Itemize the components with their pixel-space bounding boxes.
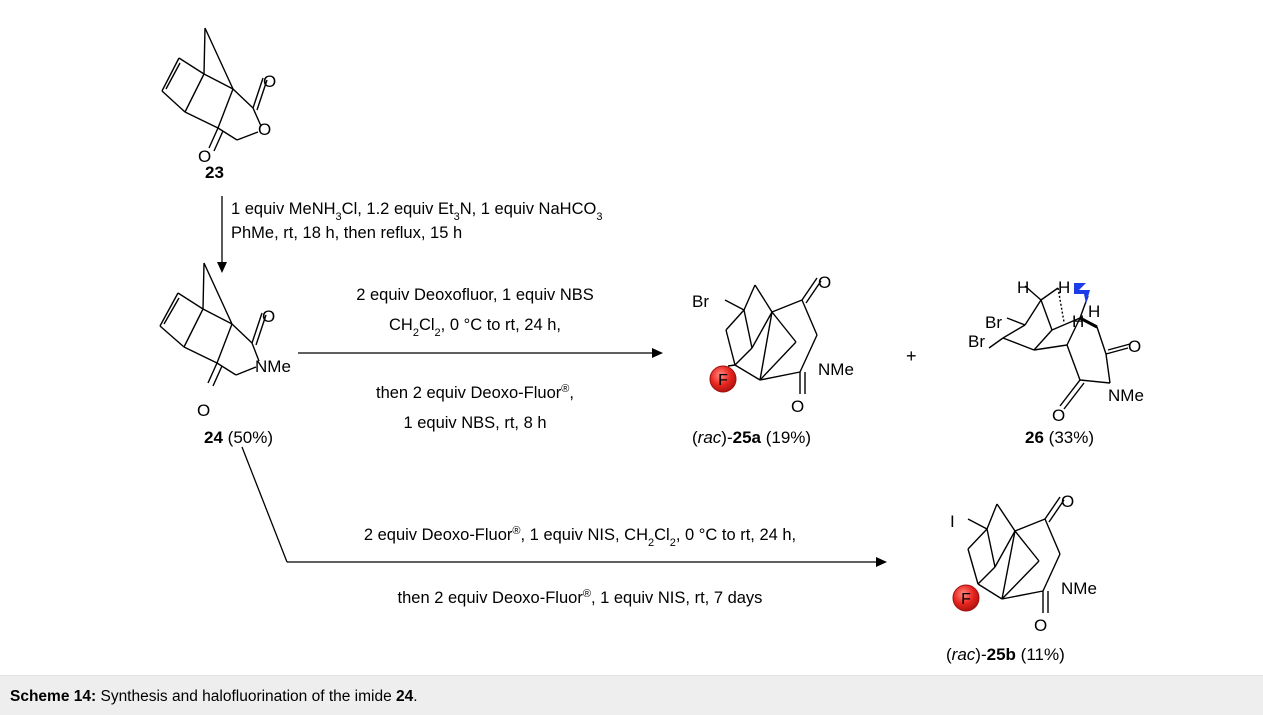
- caption-text: Synthesis and halofluorination of the im…: [96, 688, 397, 705]
- imide-nme-25b: NMe: [1061, 579, 1097, 598]
- reaction-arrow-step2: [298, 348, 663, 358]
- atom-f: F: [961, 591, 971, 608]
- atom-o: O: [1034, 616, 1047, 635]
- reaction-arrow-step1: [217, 196, 227, 273]
- compound-25b: [967, 496, 1065, 613]
- conditions-step1-line1: 1 equiv MeNH3Cl, 1.2 equiv Et3N, 1 equiv…: [231, 200, 602, 223]
- compound-label-26: 26 (33%): [1025, 428, 1094, 447]
- caption-prefix: Scheme 14:: [10, 688, 97, 705]
- halogen-br: Br: [692, 292, 709, 311]
- reaction-arrow-step3: [241, 446, 887, 567]
- compound-23: [161, 27, 268, 152]
- imide-nme-24: NMe: [255, 357, 291, 376]
- fluorine-marker-icon: F: [952, 584, 980, 612]
- imide-nme-26: NMe: [1108, 386, 1144, 405]
- fluorine-marker-icon: F: [709, 365, 737, 393]
- atom-o: O: [262, 307, 275, 326]
- halogen-br: Br: [968, 332, 985, 351]
- imide-nme-25a: NMe: [818, 360, 854, 379]
- halogen-i: I: [950, 512, 955, 531]
- compound-label-25b: (rac)-25b (11%): [946, 645, 1065, 664]
- halogen-br: Br: [985, 313, 1002, 332]
- atom-o: O: [1061, 492, 1074, 511]
- atom-o: O: [791, 397, 804, 416]
- caption-compound: 24: [396, 688, 414, 705]
- conditions-step2-line4: 1 equiv NBS, rt, 8 h: [403, 414, 546, 432]
- conditions-step3-line1: 2 equiv Deoxo-Fluor®, 1 equiv NIS, CH2Cl…: [364, 525, 796, 549]
- atom-o: O: [1052, 406, 1065, 425]
- compound-label-23: 23: [205, 163, 224, 182]
- atom-o: O: [258, 120, 271, 139]
- atom-h: H: [1088, 302, 1100, 321]
- conditions-step2-line3: then 2 equiv Deoxo-Fluor®,: [376, 383, 574, 402]
- atom-o: O: [263, 72, 276, 91]
- compound-24: [159, 262, 267, 387]
- atom-h: H: [1072, 312, 1084, 331]
- atom-o: O: [1128, 337, 1141, 356]
- compound-label-25a: (rac)-25a (19%): [692, 428, 811, 447]
- compound-25a: [724, 277, 822, 394]
- compound-26: [988, 285, 1131, 410]
- atom-h: H: [1017, 278, 1029, 297]
- plus-sign: +: [906, 346, 917, 366]
- atom-f: F: [718, 372, 728, 389]
- conditions-step2-line1: 2 equiv Deoxofluor, 1 equiv NBS: [356, 286, 594, 304]
- scheme-caption: Scheme 14: Synthesis and halofluorinatio…: [10, 688, 418, 706]
- atom-o: O: [198, 147, 211, 166]
- conditions-step1-line2: PhMe, rt, 18 h, then reflux, 15 h: [231, 224, 462, 242]
- conditions-step3-line2: then 2 equiv Deoxo-Fluor®, 1 equiv NIS, …: [398, 588, 763, 607]
- caption-end: .: [413, 688, 418, 705]
- caption-bar: Scheme 14: Synthesis and halofluorinatio…: [0, 675, 1263, 715]
- atom-o: O: [818, 273, 831, 292]
- atom-h: H: [1058, 278, 1070, 297]
- compound-label-24: 24 (50%): [204, 428, 273, 447]
- reaction-scheme: O O O 23 1 equiv MeNH3Cl, 1.2 equiv Et3N…: [159, 27, 1144, 664]
- blue-arrow-icon: [1074, 283, 1090, 304]
- conditions-step2-line2: CH2Cl2, 0 °C to rt, 24 h,: [389, 316, 561, 339]
- atom-o: O: [197, 401, 210, 420]
